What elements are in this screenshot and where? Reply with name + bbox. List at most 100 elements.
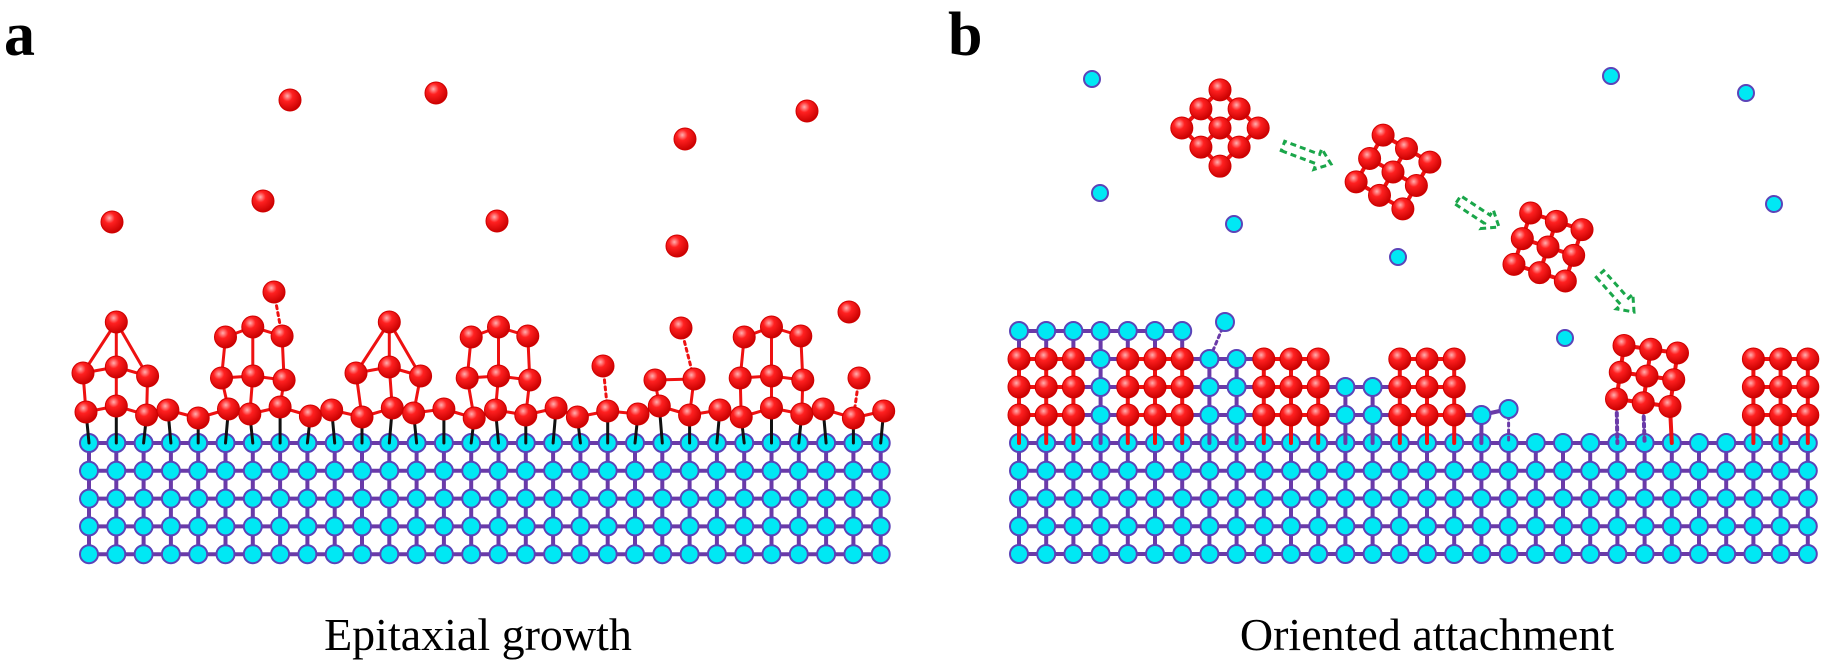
substrate-atom <box>1172 488 1193 509</box>
deposit-atom <box>1502 252 1526 276</box>
substrate-atom <box>734 460 755 481</box>
substrate-atom <box>1199 516 1220 537</box>
substrate-atom <box>1634 488 1655 509</box>
substrate-atom <box>761 516 782 537</box>
substrate-atom <box>1580 516 1601 537</box>
substrate-atom <box>242 488 263 509</box>
substrate-atom <box>1471 544 1492 564</box>
cluster-atoms <box>1502 201 1594 293</box>
substrate-atom <box>215 460 236 481</box>
deposit-atom <box>1344 170 1368 194</box>
substrate-atom <box>843 488 864 509</box>
substrate-atom <box>1009 460 1029 481</box>
deposit-atom <box>791 368 815 392</box>
substrate-atom <box>324 488 345 509</box>
substrate-atom <box>543 488 564 509</box>
substrate-atom <box>570 460 591 481</box>
deposit-atom <box>135 403 159 427</box>
deposit-atom <box>732 325 756 349</box>
substrate-atom <box>324 516 345 537</box>
substrate-atom <box>379 544 400 565</box>
deposit-atom <box>186 406 210 430</box>
deposit-atom <box>1252 347 1276 371</box>
deposit-atom <box>1570 218 1594 242</box>
substrate-atom <box>1498 516 1519 537</box>
deposit-atom <box>1442 403 1466 427</box>
deposit-atom <box>1371 123 1395 147</box>
substrate-atom <box>188 488 209 509</box>
deposit-atom <box>591 354 615 378</box>
substrate-atom <box>1417 460 1437 481</box>
substrate-atom <box>1172 544 1193 564</box>
substrate-atom <box>1362 405 1383 425</box>
panel-a-epitaxial-growth <box>71 81 896 565</box>
deposit-atom <box>210 366 233 390</box>
substrate-atom <box>1009 544 1029 564</box>
deposit-atom <box>596 399 620 423</box>
substrate-atom <box>242 544 263 565</box>
deposit-atom <box>1227 135 1251 159</box>
substrate-atom <box>1417 516 1437 537</box>
deposit-atom <box>1519 201 1543 225</box>
deposit-atom <box>565 405 589 429</box>
deposit-atom <box>1246 116 1270 140</box>
substrate-atom <box>1389 544 1410 564</box>
deposit-atom <box>1442 347 1466 371</box>
deposit-atom <box>1391 197 1415 221</box>
substrate-atom <box>706 488 727 509</box>
substrate-atom <box>652 488 673 509</box>
deposit-atom <box>1741 403 1765 427</box>
deposit-atom <box>241 364 265 388</box>
substrate-atom <box>515 460 536 481</box>
substrate-atom <box>734 544 755 565</box>
deposit-atom <box>251 189 275 213</box>
substrate-atom <box>1471 488 1492 509</box>
deposit-atom <box>272 368 296 392</box>
substrate-atom <box>1525 460 1546 481</box>
substrate-atom <box>1716 488 1737 509</box>
deposit-atom <box>790 402 814 426</box>
substrate-atom <box>1090 349 1111 369</box>
deposit-atom <box>682 367 706 391</box>
deposit-atom <box>1562 243 1586 267</box>
substrate-atom <box>625 544 645 565</box>
deposit-atom <box>1769 375 1793 399</box>
substrate-atom <box>270 516 291 537</box>
deposit-atom <box>1279 403 1303 427</box>
substrate-atom <box>461 516 482 537</box>
deposit-atom <box>268 395 292 419</box>
deposit-atom <box>487 315 510 339</box>
substrate-atom <box>870 516 891 537</box>
substrate-atom <box>1661 544 1682 564</box>
deposit-atom <box>217 397 240 421</box>
substrate-atom <box>79 516 99 537</box>
substrate-atom <box>215 516 236 537</box>
substrate-atom <box>543 544 564 565</box>
substrate-atom <box>1172 460 1193 481</box>
deposit-atom <box>1605 387 1629 411</box>
substrate-atom <box>1036 516 1057 537</box>
substrate-atom <box>1117 488 1138 509</box>
deposit-atom <box>1662 368 1686 392</box>
substrate-atom <box>1036 460 1057 481</box>
substrate-atom <box>570 544 591 565</box>
deposit-atom <box>485 209 509 233</box>
deposit-atom <box>459 325 483 349</box>
substrate-atom <box>1090 321 1111 341</box>
substrate-atom <box>870 460 891 481</box>
dashed-arrow <box>1279 139 1334 172</box>
deposit-atom <box>1143 347 1167 371</box>
substrate-atom <box>1661 460 1682 481</box>
substrate-atom <box>1172 321 1193 341</box>
substrate-atom <box>1215 312 1235 332</box>
substrate-atom <box>1009 321 1029 341</box>
deposit-atom <box>1189 135 1213 159</box>
deposit-atom <box>320 398 344 422</box>
deposit-atom <box>136 364 160 388</box>
substrate-atom <box>1308 488 1329 509</box>
substrate-atom <box>1525 488 1546 509</box>
deposit-atom <box>1116 375 1140 399</box>
substrate-atom <box>433 544 454 565</box>
substrate-atom <box>1335 377 1356 397</box>
substrate-atom <box>1036 544 1057 564</box>
